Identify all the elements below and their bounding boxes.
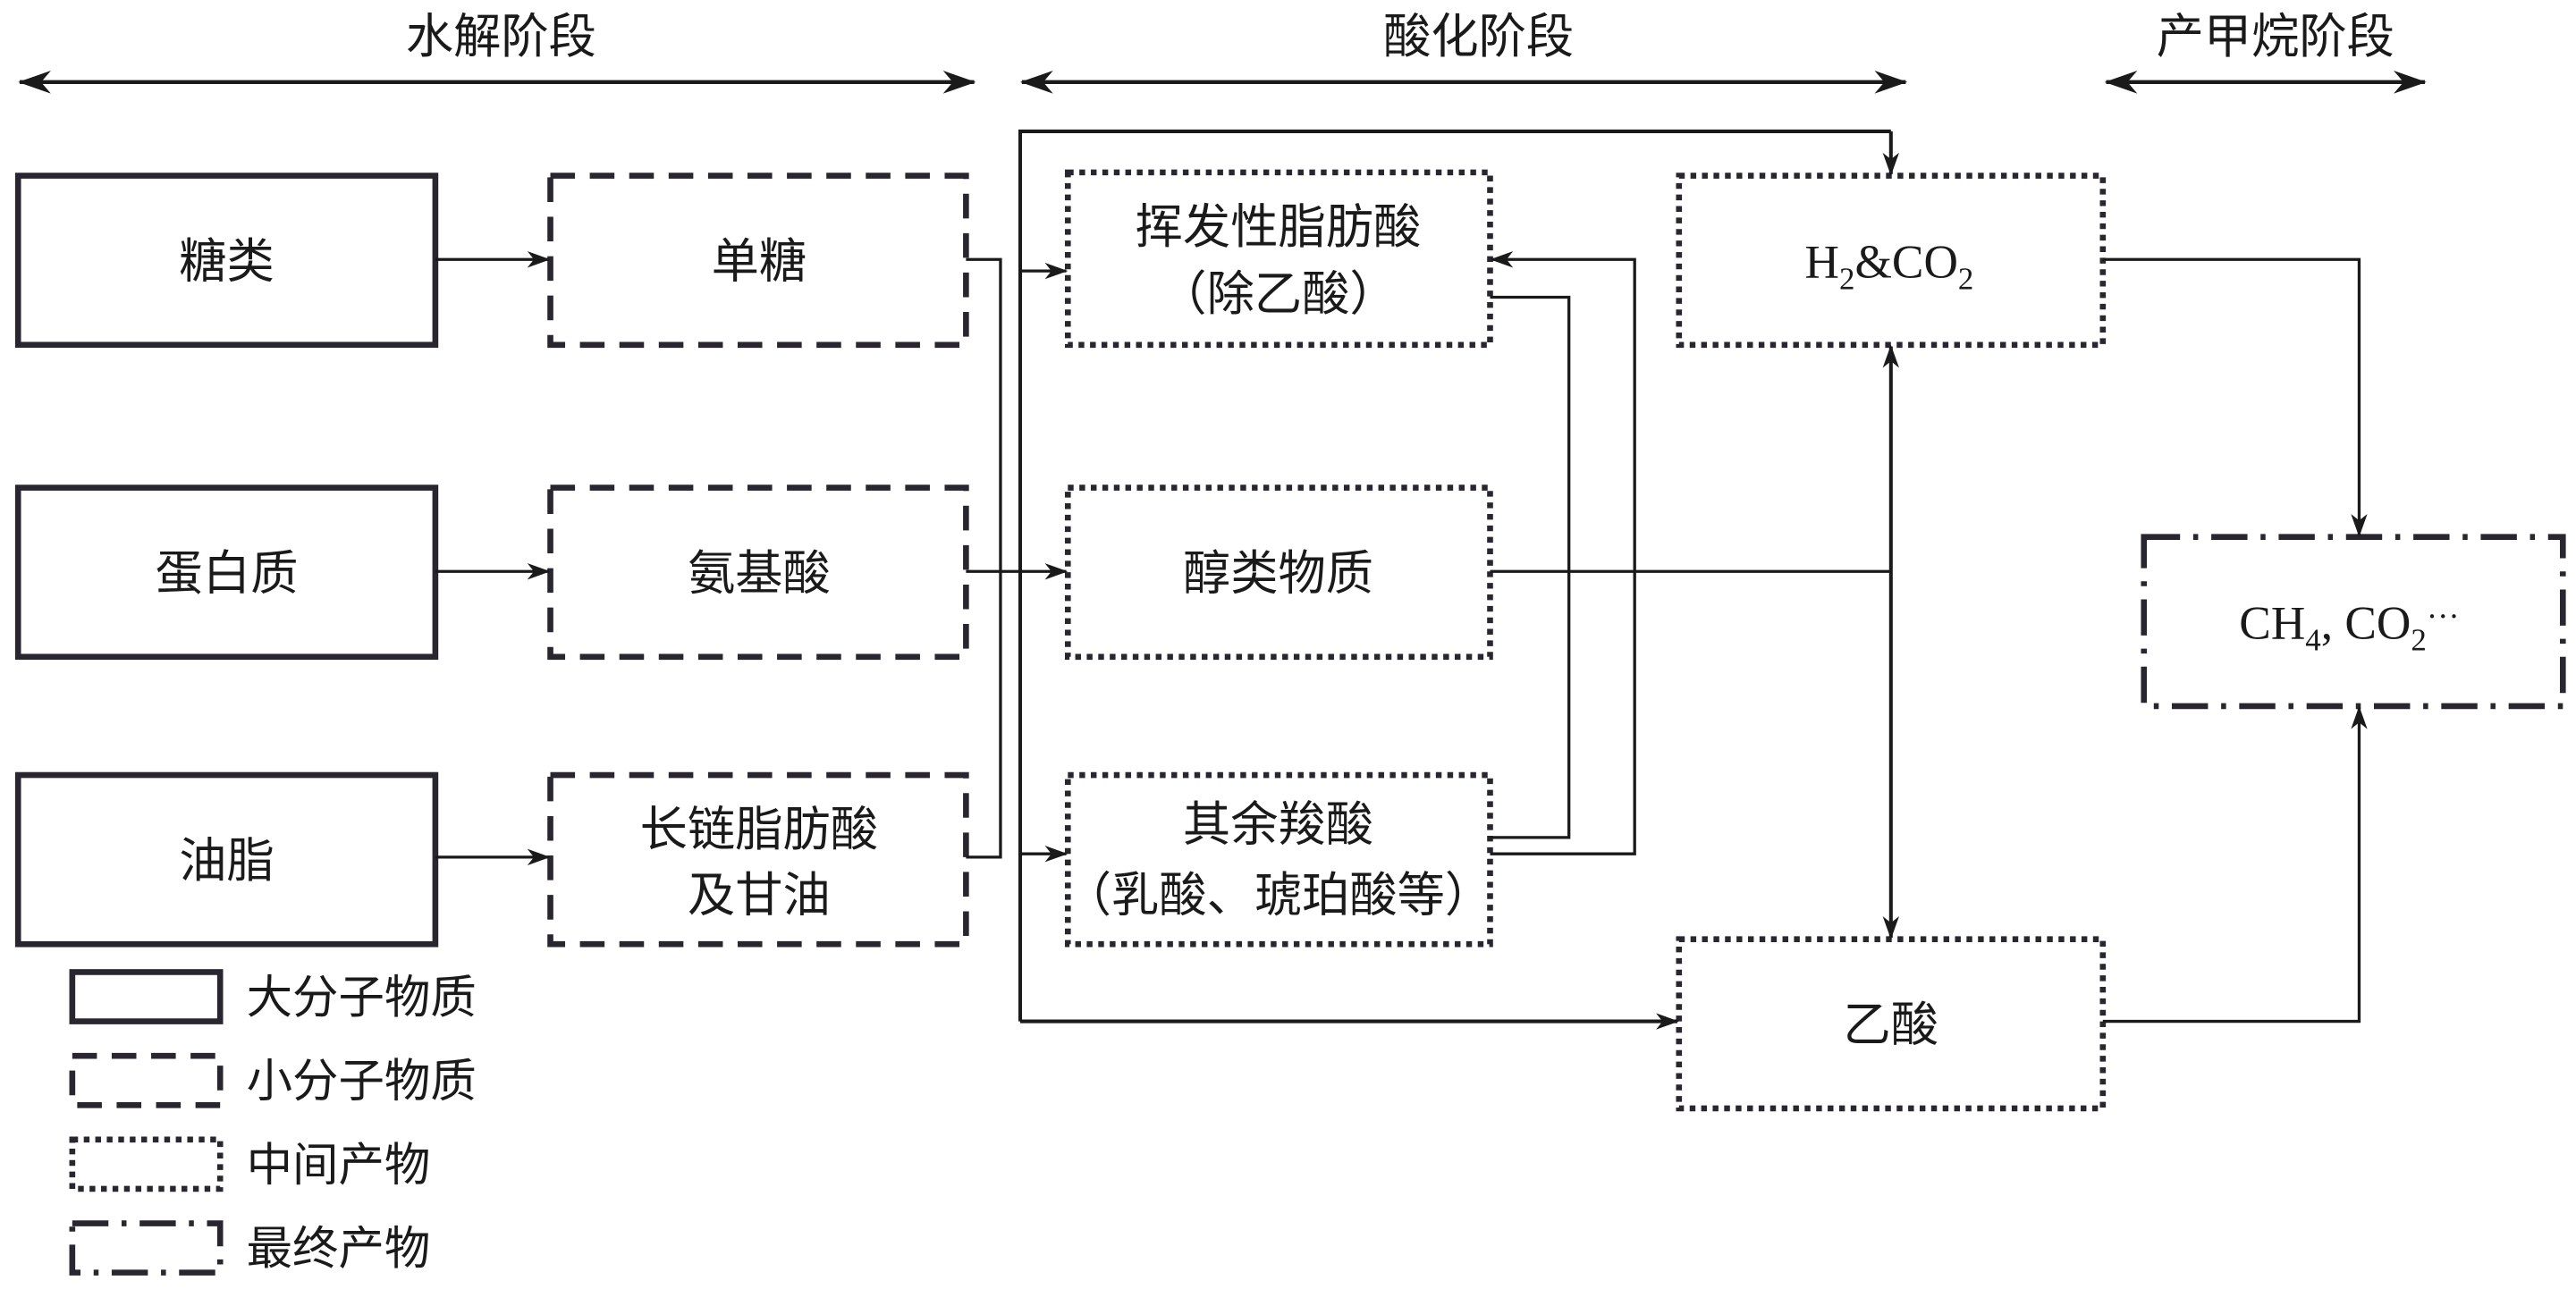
legend-item-small-molecule: 小分子物质	[69, 1052, 477, 1108]
node-label: CH4, CO2···	[2239, 597, 2459, 658]
legend-item-final-product: 最终产物	[69, 1220, 431, 1276]
node-label-line2: 及甘油	[688, 868, 831, 923]
legend: 大分子物质 小分子物质 中间产物 最终产物	[69, 969, 477, 1276]
box-solid	[14, 771, 439, 948]
edge-acetic-to-final	[2102, 705, 2368, 1024]
edge-main-bus	[1018, 129, 1891, 1022]
node-carbohydrates: 糖类	[14, 173, 439, 349]
box-dashed	[547, 771, 969, 948]
node-label: 油脂	[179, 833, 274, 889]
flow-lines	[435, 129, 2368, 1030]
formula-ellipsis: ···	[2427, 598, 2460, 635]
formula-part: , CO	[2321, 597, 2411, 650]
legend-label: 小分子物质	[247, 1055, 477, 1108]
edge-h2-co2-to-final	[2102, 257, 2368, 537]
legend-label: 中间产物	[247, 1139, 431, 1192]
box-dotted	[1676, 936, 2107, 1112]
node-vfa: 挥发性脂肪酸 （除乙酸）	[1064, 169, 1493, 349]
node-monosaccharides: 单糖	[547, 173, 969, 349]
node-label-line1: 其余羧酸	[1183, 797, 1373, 853]
node-label-line1: 挥发性脂肪酸	[1136, 199, 1422, 255]
node-final-products: CH4, CO2···	[2141, 534, 2566, 710]
legend-swatch-solid	[69, 969, 224, 1024]
node-label: 蛋白质	[156, 545, 299, 601]
legend-item-intermediate: 中间产物	[69, 1136, 431, 1192]
node-label: 醇类物质	[1183, 545, 1373, 601]
legend-item-macromolecule: 大分子物质	[69, 969, 477, 1024]
legend-label: 大分子物质	[247, 971, 477, 1024]
node-proteins: 蛋白质	[14, 484, 439, 661]
formula-subscript: 2	[1839, 261, 1854, 296]
formula-subscript: 2	[2411, 622, 2426, 657]
edge-carboxylic-to-vfa	[1490, 251, 1636, 855]
stage-methanogenesis: 产甲烷阶段	[2104, 9, 2427, 94]
edge-vfa-carboxylic-link	[1490, 295, 1571, 839]
stage-label-hydrolysis: 水解阶段	[406, 9, 596, 64]
node-label-line2: （除乙酸）	[1159, 266, 1397, 322]
legend-swatch-dashed	[69, 1052, 224, 1108]
box-dotted	[1064, 771, 1493, 948]
node-label-line1: 长链脂肪酸	[640, 802, 878, 857]
edge-small-molecule-merge	[966, 257, 1002, 859]
formula-part: &CO	[1854, 235, 1957, 288]
node-acetic-acid: 乙酸	[1676, 936, 2107, 1112]
stage-hydrolysis: 水解阶段	[18, 9, 976, 94]
stage-label-acidification: 酸化阶段	[1383, 9, 1574, 64]
legend-swatch-dashdot	[69, 1220, 224, 1276]
node-lipids: 油脂	[14, 771, 439, 948]
node-lcfa-glycerol: 长链脂肪酸 及甘油	[547, 771, 969, 948]
node-alcohols: 醇类物质	[1064, 484, 1493, 661]
node-label: H2&CO2	[1805, 235, 1974, 296]
box-dashdot	[2141, 534, 2566, 710]
box-dashed	[547, 173, 969, 349]
formula-part: H	[1805, 235, 1839, 288]
node-label: 单糖	[712, 233, 807, 289]
legend-label: 最终产物	[247, 1222, 431, 1276]
node-label: 糖类	[179, 233, 274, 289]
stage-acidification: 酸化阶段	[1020, 9, 1908, 94]
node-h2-co2: H2&CO2	[1676, 173, 2107, 349]
stage-label-methanogenesis: 产甲烷阶段	[2157, 9, 2394, 64]
node-other-carboxylic: 其余羧酸 （乳酸、琥珀酸等）	[1064, 771, 1493, 948]
node-label: 氨基酸	[688, 545, 831, 601]
node-amino-acids: 氨基酸	[547, 484, 969, 661]
box-dotted	[1064, 169, 1493, 349]
node-label-line2: （乳酸、琥珀酸等）	[1064, 868, 1492, 923]
formula-part: CH	[2239, 597, 2305, 650]
legend-swatch-dotted	[69, 1136, 224, 1192]
formula-subscript: 2	[1958, 261, 1973, 296]
formula-subscript: 4	[2305, 622, 2320, 657]
box-dashed	[547, 484, 969, 661]
node-label: 乙酸	[1844, 998, 1939, 1053]
